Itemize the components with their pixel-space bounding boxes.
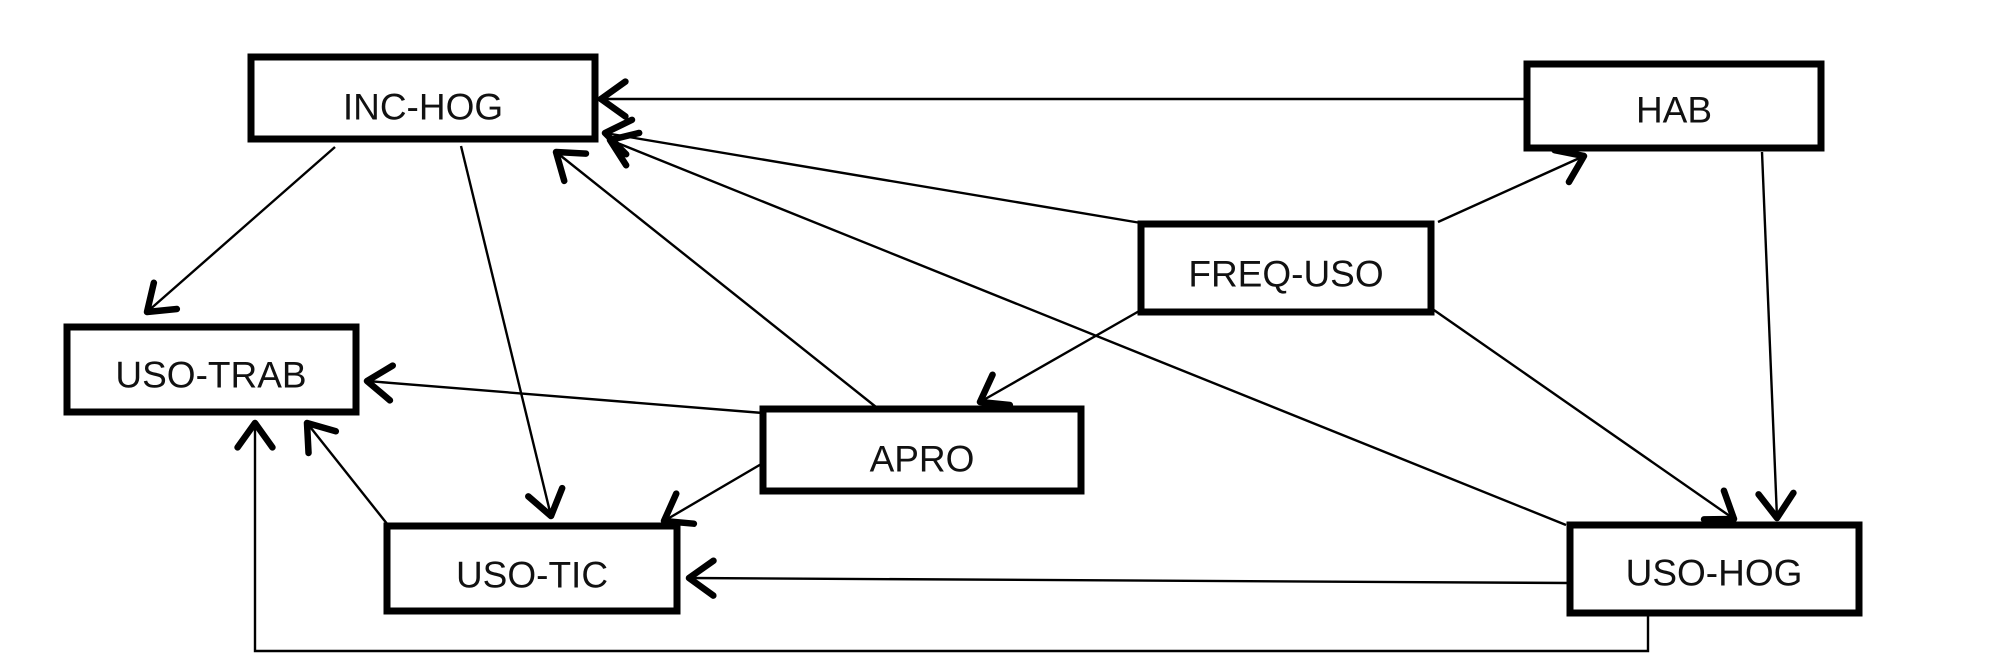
- edge-apro-to-uso-tic: [660, 461, 764, 527]
- edge-line: [1760, 151, 1779, 519]
- edge-freq-uso-to-hab: [1437, 146, 1588, 224]
- edge-uso-hog-to-uso-trab: [234, 419, 1650, 653]
- edge-freq-uso-to-uso-hog: [1430, 307, 1738, 523]
- arrowhead: [685, 557, 717, 599]
- edge-line: [253, 423, 1650, 653]
- node-box-hab: [1523, 60, 1825, 152]
- node-inc-hog: INC-HOG: [247, 53, 599, 143]
- edge-line: [555, 151, 877, 408]
- edge-line: [459, 145, 553, 517]
- node-freq-uso: FREQ-USO: [1137, 220, 1435, 316]
- node-label-freq-uso: FREQ-USO: [1188, 254, 1383, 295]
- node-uso-tic: USO-TIC: [383, 522, 681, 615]
- node-uso-trab: USO-TRAB: [63, 323, 360, 416]
- edge-inc-hog-to-uso-tic: [459, 145, 566, 520]
- node-box-freq-uso: [1137, 220, 1435, 316]
- edge-line: [979, 308, 1142, 404]
- edges-layer: [143, 78, 1797, 653]
- arrowhead: [660, 490, 698, 527]
- edge-line: [1430, 307, 1735, 520]
- node-hab: HAB: [1523, 60, 1825, 152]
- node-uso-hog: USO-HOG: [1566, 521, 1863, 617]
- edge-hab-to-inc-hog: [597, 78, 1527, 120]
- node-box-uso-tic: [383, 522, 681, 615]
- edge-uso-hog-to-uso-tic: [685, 557, 1571, 599]
- node-label-uso-hog: USO-HOG: [1626, 553, 1803, 594]
- arrowhead: [303, 419, 340, 457]
- nodes-layer: INC-HOG HAB FREQ-USO USO-TRAB APRO USO-T…: [63, 53, 1863, 617]
- edge-line: [306, 422, 389, 526]
- edge-line: [366, 379, 764, 415]
- node-box-inc-hog: [247, 53, 599, 143]
- arrowhead: [363, 362, 396, 404]
- node-box-uso-hog: [1566, 521, 1863, 617]
- arrowhead: [143, 279, 181, 316]
- arrowhead: [552, 148, 590, 185]
- edge-line: [604, 131, 1142, 225]
- edge-hab-to-uso-hog: [1755, 151, 1797, 522]
- node-label-hab: HAB: [1636, 90, 1712, 131]
- edge-line: [688, 576, 1571, 585]
- node-label-apro: APRO: [870, 439, 975, 480]
- node-box-apro: [759, 405, 1085, 495]
- edge-line: [1437, 154, 1585, 224]
- arrowhead: [597, 78, 629, 120]
- arrowhead: [1700, 487, 1738, 523]
- node-box-uso-trab: [63, 323, 360, 416]
- node-label-inc-hog: INC-HOG: [343, 87, 503, 128]
- arrowhead: [606, 129, 643, 169]
- edge-line: [146, 146, 336, 313]
- arrowhead: [525, 484, 566, 520]
- edge-uso-hog-to-inc-hog: [606, 129, 1567, 527]
- arrowhead: [1755, 489, 1797, 522]
- edge-uso-tic-to-uso-trab: [303, 419, 389, 526]
- node-label-uso-tic: USO-TIC: [456, 555, 608, 596]
- arrowhead: [1551, 146, 1588, 186]
- edge-apro-to-inc-hog: [552, 148, 877, 408]
- edge-inc-hog-to-uso-trab: [143, 146, 336, 316]
- node-label-uso-trab: USO-TRAB: [115, 355, 306, 396]
- arrowhead: [601, 116, 636, 158]
- edge-freq-uso-to-inc-hog: [601, 116, 1142, 225]
- edge-line: [609, 138, 1567, 527]
- arrowhead: [234, 419, 276, 451]
- node-apro: APRO: [759, 405, 1085, 495]
- edge-apro-to-uso-trab: [363, 362, 764, 415]
- edge-line: [663, 461, 764, 523]
- arrowhead: [976, 371, 1014, 409]
- edge-freq-uso-to-apro: [976, 308, 1142, 409]
